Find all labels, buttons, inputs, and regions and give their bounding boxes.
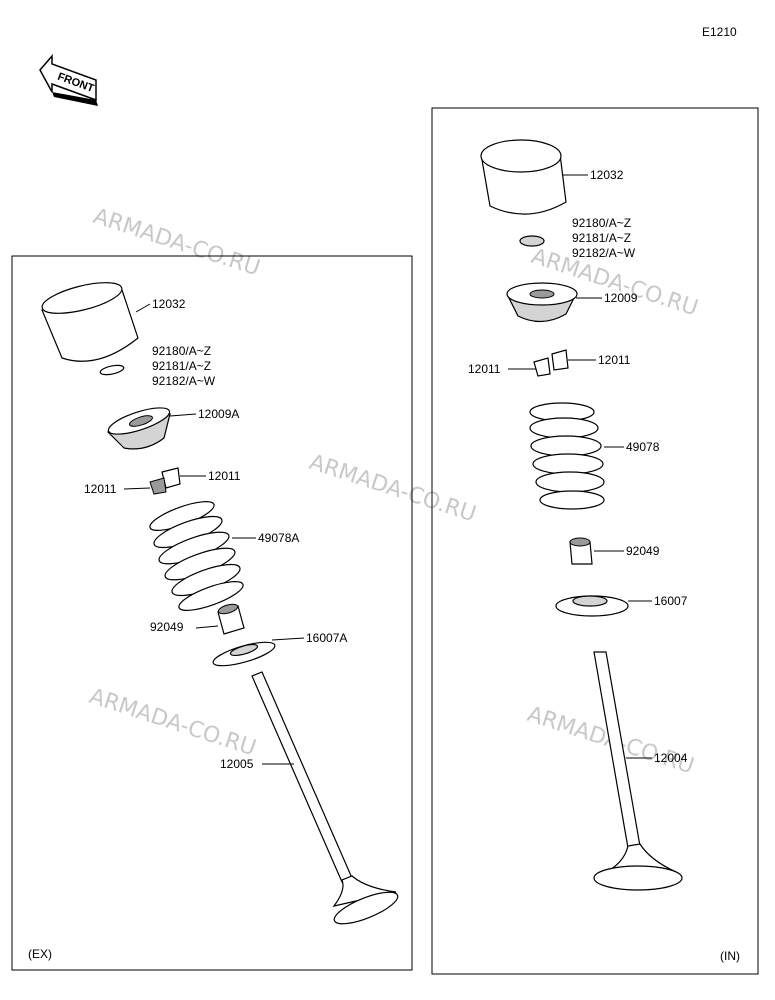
in-valve-lifter-bucket: 12032 bbox=[480, 139, 624, 215]
exhaust-panel: (EX) 12032 92180/A~Z 92181/A~Z 92182/A~W… bbox=[11, 255, 413, 971]
in-retainer-label: 12009 bbox=[604, 291, 638, 305]
ex-shim: 92180/A~Z 92181/A~Z 92182/A~W bbox=[99, 344, 216, 388]
in-cotter-label-left: 12011 bbox=[468, 362, 501, 376]
ex-cotter-label-left: 12011 bbox=[84, 482, 117, 496]
ex-seat-label: 16007A bbox=[306, 631, 347, 645]
ex-bucket-label: 12032 bbox=[152, 297, 186, 311]
in-seal-label: 92049 bbox=[626, 544, 660, 558]
in-seat-label: 16007 bbox=[654, 594, 688, 608]
intake-panel-frame bbox=[431, 107, 759, 975]
ex-seal-label: 92049 bbox=[150, 620, 184, 634]
in-shim-label-3: 92182/A~W bbox=[572, 246, 636, 260]
watermark-3: ARMADA-CO.RU bbox=[86, 684, 259, 761]
intake-caption: (IN) bbox=[720, 949, 740, 963]
in-shim: 92180/A~Z 92181/A~Z 92182/A~W bbox=[519, 216, 636, 260]
ex-valve-cotters: 12011 12011 bbox=[84, 467, 241, 496]
ex-spring-retainer: 12009A bbox=[106, 407, 239, 450]
in-valve-cotters: 12011 12011 bbox=[468, 349, 631, 377]
exhaust-panel-frame bbox=[11, 255, 413, 971]
ex-valve-spring: 49078A bbox=[149, 501, 299, 611]
in-bucket-label: 12032 bbox=[590, 168, 624, 182]
ex-exhaust-valve: 12005 bbox=[220, 671, 399, 925]
ex-valve-stem-seal: 92049 bbox=[150, 603, 245, 635]
watermark-2: ARMADA-CO.RU bbox=[306, 450, 479, 527]
in-valve-spring: 49078 bbox=[529, 402, 660, 510]
watermark-1: ARMADA-CO.RU bbox=[90, 204, 263, 281]
ex-shim-label-3: 92182/A~W bbox=[152, 374, 216, 388]
in-spring-label: 49078 bbox=[626, 440, 660, 454]
in-shim-label-2: 92181/A~Z bbox=[572, 231, 631, 245]
in-intake-valve: 12004 bbox=[593, 651, 688, 891]
in-spring-seat: 16007 bbox=[555, 594, 688, 617]
ex-shim-label-1: 92180/A~Z bbox=[152, 344, 211, 358]
front-arrow-icon: FRONT bbox=[39, 53, 98, 106]
ex-spring-label: 49078A bbox=[258, 531, 299, 545]
ex-valve-label: 12005 bbox=[220, 757, 254, 771]
ex-valve-lifter-bucket: 12032 bbox=[41, 282, 186, 362]
in-spring-retainer: 12009 bbox=[506, 282, 638, 323]
intake-panel: (IN) 12032 92180/A~Z 92181/A~Z 92182/A~W… bbox=[431, 107, 759, 975]
in-valve-stem-seal: 92049 bbox=[569, 537, 660, 565]
ex-cotter-label-right: 12011 bbox=[208, 469, 241, 483]
exhaust-caption: (EX) bbox=[28, 947, 52, 961]
in-cotter-label-right: 12011 bbox=[598, 353, 631, 367]
in-valve-label: 12004 bbox=[654, 751, 688, 765]
ex-shim-label-2: 92181/A~Z bbox=[152, 359, 211, 373]
in-shim-label-1: 92180/A~Z bbox=[572, 216, 631, 230]
diagram-code: E1210 bbox=[702, 25, 737, 39]
ex-spring-seat: 16007A bbox=[212, 631, 347, 667]
ex-retainer-label: 12009A bbox=[198, 407, 239, 421]
